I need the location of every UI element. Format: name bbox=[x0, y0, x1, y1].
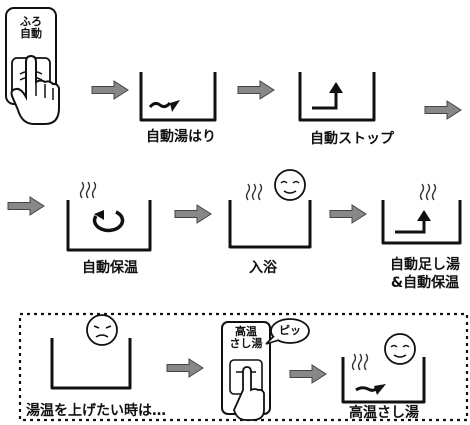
step-label-auto-fill: 自動湯はり bbox=[146, 129, 216, 145]
flow-arrow bbox=[289, 364, 327, 384]
bathtub-auto-stop bbox=[298, 72, 376, 122]
step-label-bathing: 入浴 bbox=[249, 260, 277, 276]
beep-text: ピッ bbox=[279, 324, 301, 337]
high-temp-button-text: 高温 さし湯 bbox=[226, 326, 266, 349]
high-temp-button-line1: 高温 bbox=[235, 325, 257, 338]
bathtub-keep-warm bbox=[66, 181, 152, 252]
bathtub-high-temp bbox=[341, 333, 426, 404]
ofuro-button-text: ふろ 自動 bbox=[12, 16, 50, 39]
step-label-keep-warm: 自動保温 bbox=[82, 260, 138, 276]
step-label-auto-stop: 自動ストップ bbox=[310, 131, 394, 147]
pointing-hand-icon bbox=[10, 54, 60, 125]
flow-arrow bbox=[424, 100, 462, 120]
flow-arrow bbox=[329, 204, 367, 224]
flow-arrow bbox=[91, 80, 129, 100]
result-label-high-temp: 高温さし湯 bbox=[349, 405, 419, 421]
high-temp-button-illustration bbox=[221, 321, 271, 421]
condition-label: 湯温を上げたい時は… bbox=[26, 403, 166, 419]
ofuro-button-line2: 自動 bbox=[20, 26, 42, 40]
step-label-auto-top-up-line2: &自動保温 bbox=[390, 275, 460, 292]
step-label-auto-top-up-line1: 自動足し湯 bbox=[390, 257, 460, 273]
bathtub-bathing bbox=[228, 169, 312, 249]
flow-arrow bbox=[166, 358, 204, 378]
ofuro-button-line1: ふろ bbox=[20, 15, 42, 28]
bathtub-auto-top-up bbox=[381, 183, 462, 245]
bathtub-auto-fill bbox=[139, 72, 217, 122]
pointing-hand-icon bbox=[233, 366, 265, 421]
flow-arrow bbox=[174, 204, 212, 224]
bathtub-cold-person bbox=[50, 314, 132, 390]
step-label-auto-top-up: 自動足し湯 &自動保温 bbox=[390, 256, 460, 292]
high-temp-option-frame bbox=[18, 312, 469, 422]
flow-arrow bbox=[7, 196, 45, 216]
high-temp-button-line2: さし湯 bbox=[229, 336, 263, 350]
flow-arrow bbox=[237, 80, 275, 100]
beep-speech-bubble bbox=[265, 318, 310, 345]
